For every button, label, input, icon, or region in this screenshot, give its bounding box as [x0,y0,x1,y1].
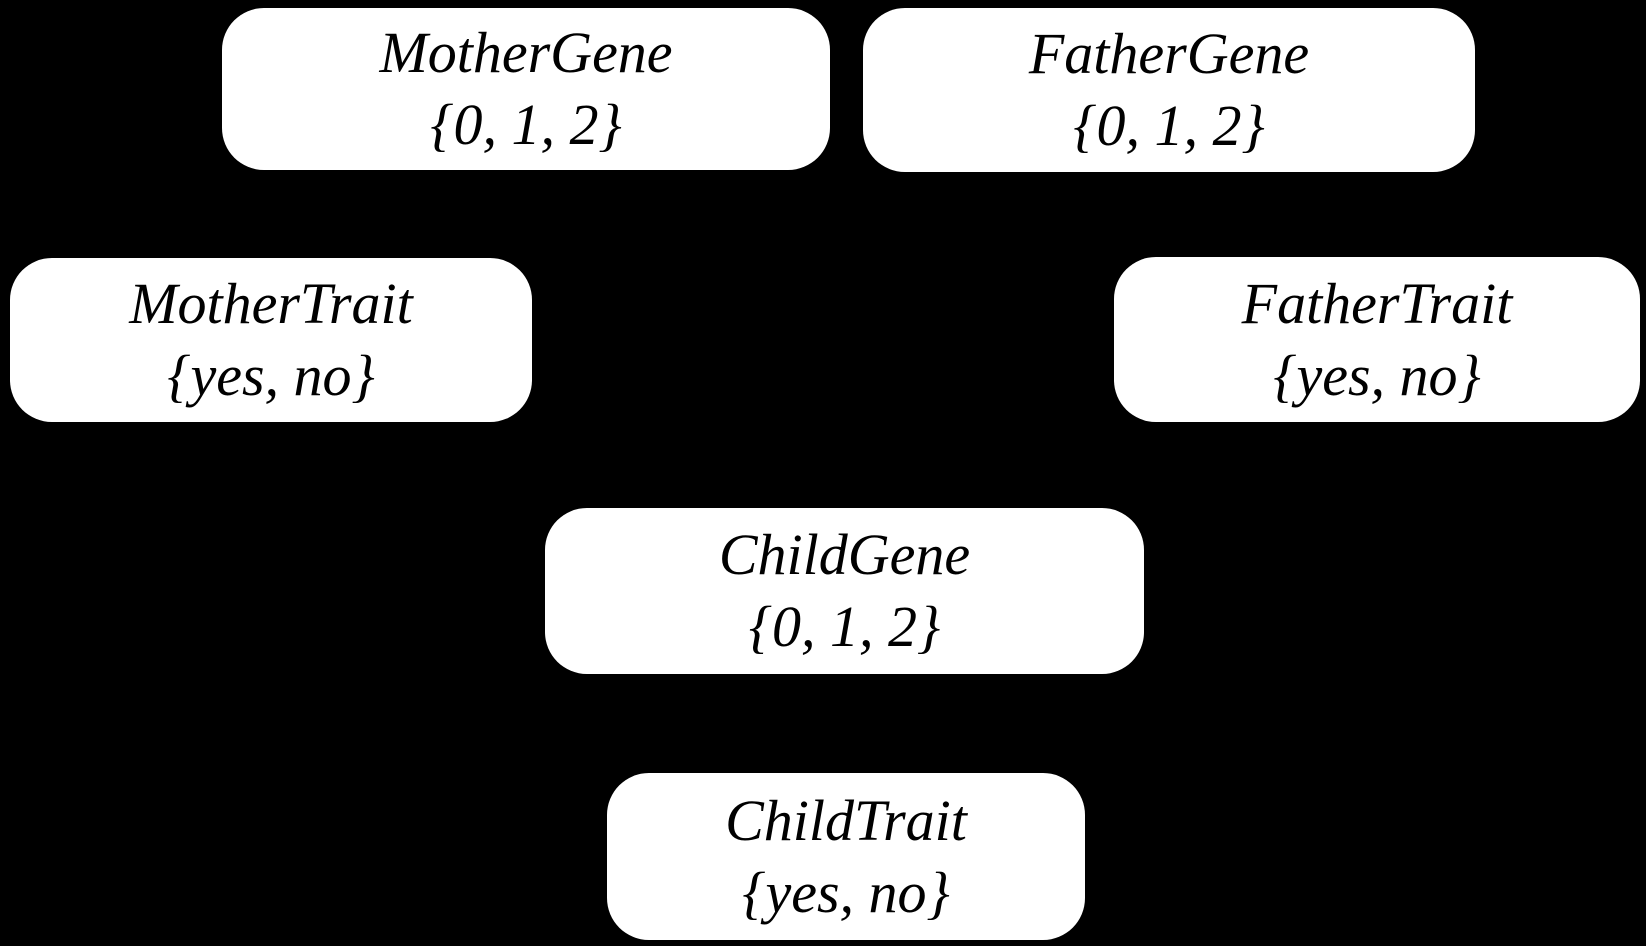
node-name-label: MotherGene [379,20,673,86]
node-domain-label: {yes, no} [167,343,375,408]
node-domain-label: {0, 1, 2} [748,594,941,659]
node-name-label: ChildTrait [725,787,967,853]
node-mother-gene: MotherGene {0, 1, 2} [222,8,830,170]
node-name-label: FatherGene [1028,21,1310,87]
node-domain-label: {yes, no} [1273,342,1481,408]
node-domain-label: {0, 1, 2} [430,92,622,157]
node-name-label: FatherTrait [1241,270,1513,336]
node-child-trait: ChildTrait {yes, no} [607,773,1085,940]
node-father-trait: FatherTrait {yes, no} [1114,257,1640,422]
node-name-label: ChildGene [718,522,971,588]
node-name-label: MotherTrait [129,271,413,337]
node-mother-trait: MotherTrait {yes, no} [10,258,532,422]
node-father-gene: FatherGene {0, 1, 2} [863,8,1475,172]
node-domain-label: {yes, no} [742,859,950,925]
node-domain-label: {0, 1, 2} [1073,93,1265,158]
node-child-gene: ChildGene {0, 1, 2} [545,508,1144,674]
